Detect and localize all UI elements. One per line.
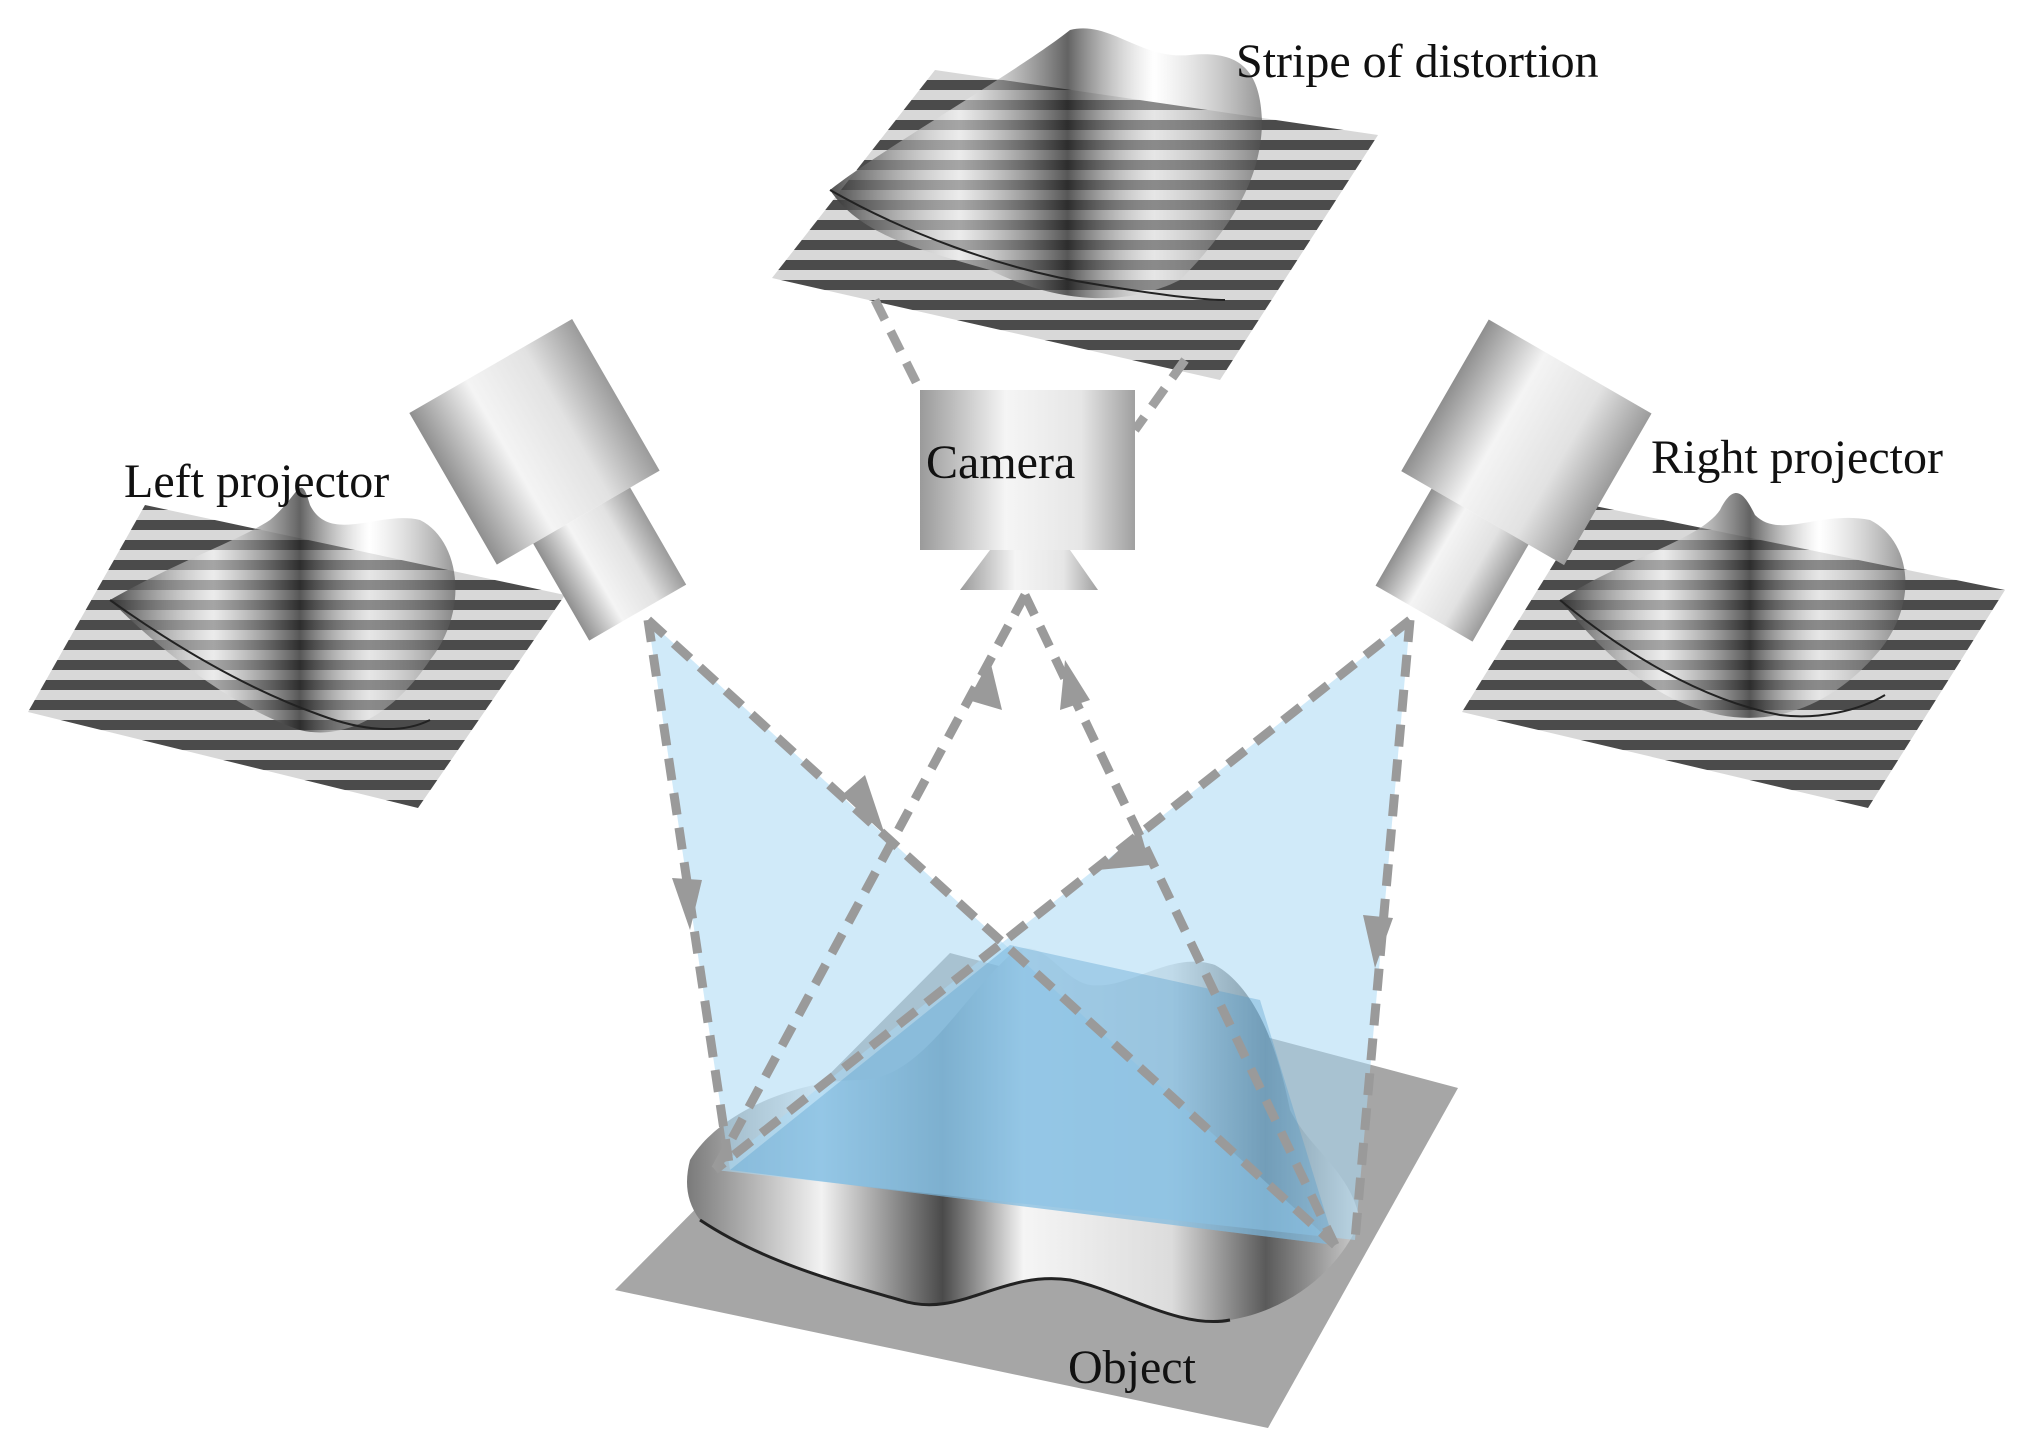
left-beam-edge-down [643, 619, 735, 1171]
stripe-panel-left [28, 487, 565, 808]
camera-body [920, 390, 1135, 550]
left-beam-edge-diagonal [644, 616, 1339, 1249]
arrow-left-down [672, 878, 702, 930]
label-object: Object [1068, 1341, 1197, 1394]
left-projector-body [409, 319, 660, 565]
distortion-outline-top [829, 189, 1226, 301]
camera-link-right [1131, 357, 1189, 433]
arrow-right-down [1363, 915, 1393, 968]
arrow-right-diagonal [1098, 830, 1150, 870]
arrow-left-diagonal [842, 775, 885, 835]
distortion-bump-top [830, 28, 1262, 299]
right-projector [1375, 319, 1652, 642]
camera [920, 390, 1135, 590]
right-beam-edge-diagonal [712, 616, 1413, 1174]
arrow-camera-right [1060, 660, 1090, 710]
camera-view-links [870, 297, 1189, 433]
distortion-bump-left [110, 487, 456, 733]
label-camera: Camera [926, 436, 1075, 489]
label-right-projector: Right projector [1651, 431, 1943, 484]
stripe-panel-top [772, 28, 1378, 380]
camera-link-left [870, 297, 925, 393]
right-beam [715, 620, 1410, 1240]
label-left-projector: Left projector [124, 455, 389, 508]
right-projector-lens [1375, 488, 1529, 642]
right-projector-body [1401, 319, 1652, 566]
distortion-outline-left [109, 599, 431, 730]
distortion-outline-right [1559, 599, 1886, 718]
beam-overlap [730, 945, 1335, 1245]
left-projector-lens [533, 487, 687, 641]
label-stripe-of-distortion: Stripe of distortion [1236, 35, 1599, 88]
object-outline [699, 1218, 1231, 1323]
stripe-panel-right [1462, 493, 2005, 808]
left-projector [409, 319, 687, 641]
ray-arrowheads [672, 660, 1393, 968]
camera-lens [960, 550, 1098, 590]
arrow-camera-left [968, 660, 1002, 710]
